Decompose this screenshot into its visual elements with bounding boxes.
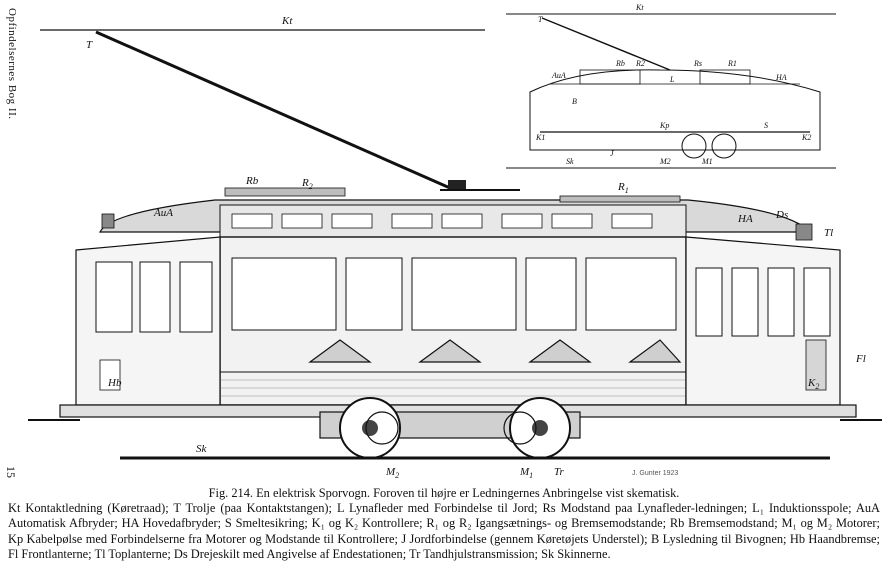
resistor-box-r2 <box>224 187 346 197</box>
label-hb: Hb <box>107 377 122 389</box>
schem-label-l: L <box>669 75 675 84</box>
motor-m2 <box>365 411 399 445</box>
label-aua: AuA <box>153 207 173 219</box>
schem-label-b: B <box>572 97 577 106</box>
motor-m1 <box>503 411 537 445</box>
schem-label-kt: Kt <box>635 3 644 12</box>
schem-label-sk: Sk <box>566 157 574 166</box>
wheel-right <box>509 397 571 459</box>
clerestory-windows <box>231 213 653 229</box>
page-number: 15 <box>4 466 18 478</box>
schem-label-r2: R2 <box>635 59 645 68</box>
schem-label-k1: K1 <box>535 133 545 142</box>
schem-label-t: T <box>538 15 543 24</box>
tram-illustration: Kt T Rb R2 R1 <box>20 0 888 485</box>
handbrake-panel <box>99 359 121 391</box>
schem-label-k2: K2 <box>801 133 811 142</box>
label-m2: M2 <box>385 466 399 480</box>
seats <box>308 339 682 363</box>
schem-label-m2: M2 <box>659 157 671 166</box>
controller-k2 <box>805 339 827 391</box>
label-k2: K2 <box>807 377 819 391</box>
tram-drawing: Kt T Rb R2 R1 <box>28 3 882 480</box>
trolley-pole <box>95 30 451 190</box>
label-tr: Tr <box>554 466 565 478</box>
schem-label-kp: Kp <box>659 121 669 130</box>
schem-label-m1: M1 <box>701 157 713 166</box>
schem-label-rb: Rb <box>615 59 625 68</box>
wiring-schematic: Kt T Rb R2 Rs L R1 HA AuA B K1 <box>506 3 836 169</box>
caption-legend: Kt Kontaktledning (Køretraad); T Trolje … <box>8 501 880 561</box>
label-fl: Fl <box>855 353 866 365</box>
label-ds: Ds <box>775 209 788 221</box>
side-windows <box>231 257 677 331</box>
top-lantern <box>795 223 813 241</box>
label-rb: Rb <box>245 175 259 187</box>
label-tl: Tl <box>824 227 833 239</box>
label-ha: HA <box>737 213 753 225</box>
schem-label-s: S <box>764 121 768 130</box>
schem-label-r1: R1 <box>727 59 737 68</box>
label-m1: M1 <box>519 466 533 480</box>
label-r2: R2 <box>301 177 313 191</box>
wheel-left <box>339 397 401 459</box>
label-r1: R1 <box>617 181 629 195</box>
running-head: Opfindelsernes Bog II. <box>6 8 18 120</box>
left-vestibule-windows <box>95 261 213 333</box>
label-t: T <box>86 39 93 51</box>
figure-caption: Fig. 214. En elektrisk Sporvogn. Foroven… <box>8 486 880 562</box>
resistor-box-r1 <box>559 195 681 203</box>
left-top-lantern <box>101 213 115 229</box>
schem-label-ha: HA <box>775 73 787 82</box>
caption-title: Fig. 214. En elektrisk Sporvogn. Foroven… <box>208 486 680 500</box>
label-kt: Kt <box>281 15 293 27</box>
artist-signature: J. Gunter 1923 <box>632 470 679 477</box>
right-vestibule-windows <box>695 267 831 337</box>
label-sk: Sk <box>196 443 208 455</box>
schem-label-j: J <box>610 149 614 158</box>
trolley-base <box>448 180 466 190</box>
schem-label-aua: AuA <box>551 71 566 80</box>
body-panel-lines <box>220 379 686 397</box>
schem-label-rs: Rs <box>693 59 702 68</box>
